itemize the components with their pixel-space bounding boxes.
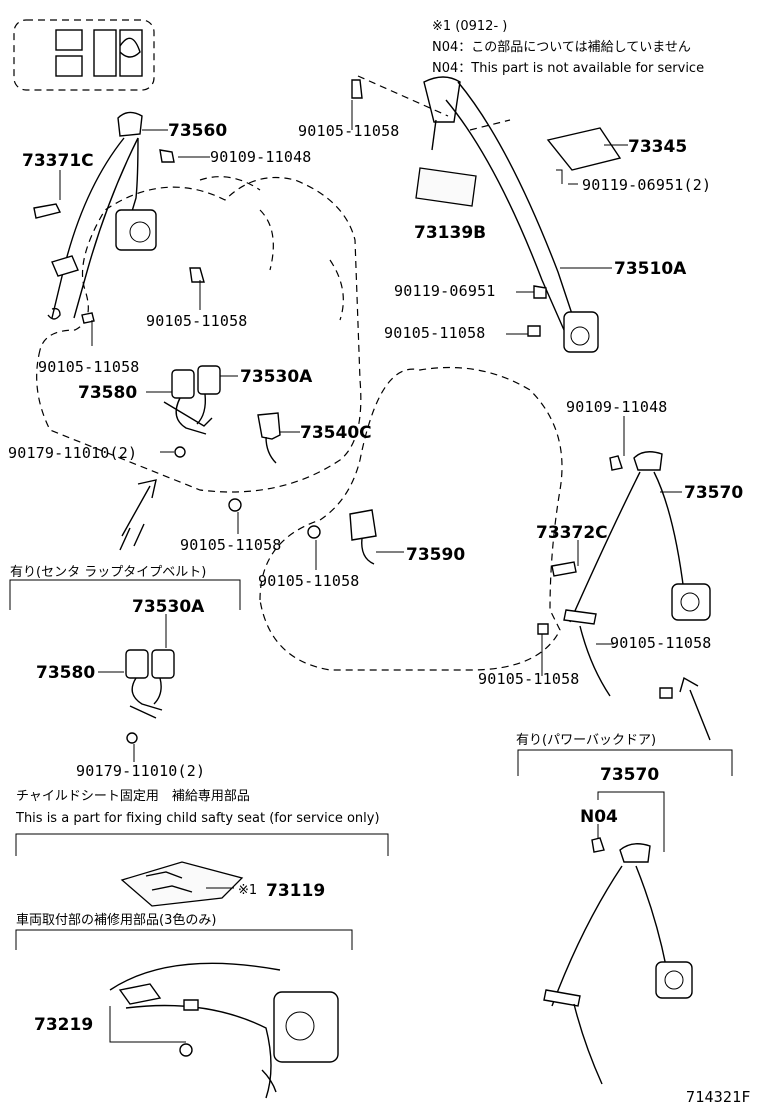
part-label: 73570 [600, 765, 659, 785]
section-captions: 有り(センタ ラップタイプベルト) 有り(パワーバックドア) チャイルドシート固… [10, 565, 656, 928]
part-label: 73580 [78, 383, 137, 403]
part-label: 90119-06951(2) [582, 176, 711, 194]
part-label-mark: ※1 [238, 883, 257, 898]
power-back-door-section [517, 749, 733, 1085]
part-label: N04 [580, 807, 618, 827]
availability-code: ※1 (0912- ) [432, 19, 507, 34]
part-label: 73510A [614, 259, 687, 279]
n04-note-jp: N04：この部品については補給していません [432, 40, 691, 55]
center-buckle [307, 509, 377, 565]
part-label: 90105-11058 [258, 572, 360, 590]
part-label: 90105-11058 [38, 358, 140, 376]
part-label: 90105-11058 [146, 312, 248, 330]
caption-power-back-door: 有り(パワーバックドア) [516, 733, 656, 748]
part-label: 90109-11048 [210, 148, 312, 166]
part-label: 73345 [628, 137, 687, 157]
part-label: 73560 [168, 121, 227, 141]
caption-body-repair: 車両取付部の補修用部品(3色のみ) [16, 912, 216, 928]
part-label: 73372C [536, 523, 608, 543]
left-outer-belt [47, 111, 175, 320]
part-label: 73119 [266, 881, 325, 901]
caption-child-seat-en: This is a part for fixing child safty se… [15, 811, 380, 826]
part-label: 73139B [414, 223, 486, 243]
part-label: 73530A [132, 597, 205, 617]
part-label: 73371C [22, 151, 94, 171]
part-label: 90179-11010(2) [8, 444, 137, 462]
center-shoulder-belt [351, 75, 622, 353]
availability-notes: ※1 (0912- ) N04：この部品については補給していません N04：Th… [432, 19, 704, 76]
center-lap-section [9, 579, 241, 744]
leader-lines [59, 100, 682, 889]
part-label: 90109-11048 [566, 398, 668, 416]
part-label: 73590 [406, 545, 465, 565]
front-seat-outline [259, 366, 563, 671]
part-label: 73530A [240, 367, 313, 387]
part-label: 73570 [684, 483, 743, 503]
part-label: 90105-11058 [384, 324, 486, 342]
left-seatbelt-parts [33, 203, 281, 551]
part-label: 73580 [36, 663, 95, 683]
part-label: 73540C [300, 423, 372, 443]
vehicle-location-icon [13, 19, 155, 91]
part-label: 90105-11058 [478, 670, 580, 688]
child-seat-section [15, 833, 389, 907]
right-outer-belt [537, 451, 711, 741]
part-labels: 73560 73371C 90109-11048 90105-11058 901… [8, 121, 743, 1035]
rear-seat-outline [36, 176, 362, 493]
figure-id: 714321F [686, 1088, 751, 1106]
caption-child-seat-jp: チャイルドシート固定用 補給専用部品 [16, 789, 250, 804]
body-repair-section [15, 929, 353, 1099]
part-label: 90105-11058 [610, 634, 712, 652]
part-label: 73219 [34, 1015, 93, 1035]
part-label: 90179-11010(2) [76, 762, 205, 780]
part-label: 90119-06951 [394, 282, 496, 300]
part-label: 90105-11058 [180, 536, 282, 554]
n04-note-en: N04：This part is not available for servi… [432, 61, 704, 76]
part-label: 90105-11058 [298, 122, 400, 140]
caption-center-lap: 有り(センタ ラップタイプベルト) [10, 565, 206, 580]
